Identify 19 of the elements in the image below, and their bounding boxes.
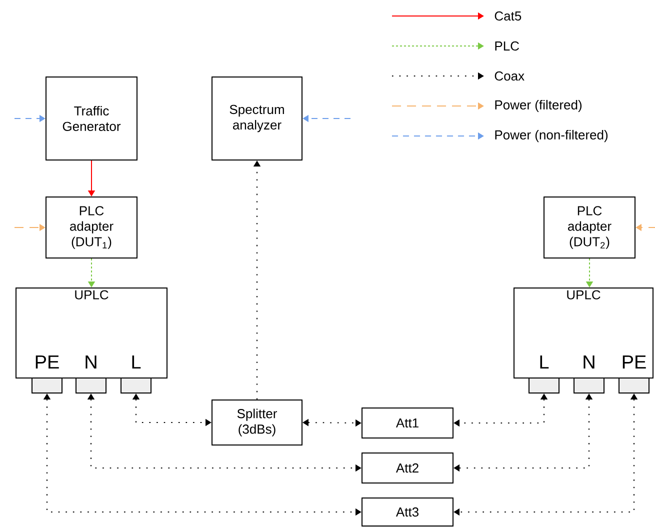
- device-box: Spectrum analyzer: [212, 76, 302, 160]
- terminal-block: [32, 378, 62, 394]
- splitter-box: Splitter (3dBs): [212, 400, 302, 446]
- legend-label: Cat5: [494, 11, 522, 21]
- adapter-box: PLC adapter (DUT$_{2}$): [544, 196, 636, 258]
- legend-label: Power (filtered): [495, 100, 582, 112]
- adapter-box: PLC adapter (DUT$_{1}$): [46, 196, 138, 258]
- terminal-block: [120, 378, 152, 394]
- device-box: Traffic Generator: [46, 76, 138, 160]
- terminal-block: [528, 378, 560, 394]
- terminal-block: [618, 378, 650, 394]
- attenuator-box: Att1: [362, 408, 454, 438]
- attenuator-box: Att3: [362, 498, 454, 526]
- attenuator-box: Att2: [362, 452, 454, 484]
- terminal-block: [76, 378, 106, 394]
- legend-label: PLC: [495, 41, 519, 51]
- legend-label: Coax: [494, 71, 524, 81]
- legend-label: Power (non-filtered): [495, 130, 608, 142]
- terminal-block: [574, 378, 604, 394]
